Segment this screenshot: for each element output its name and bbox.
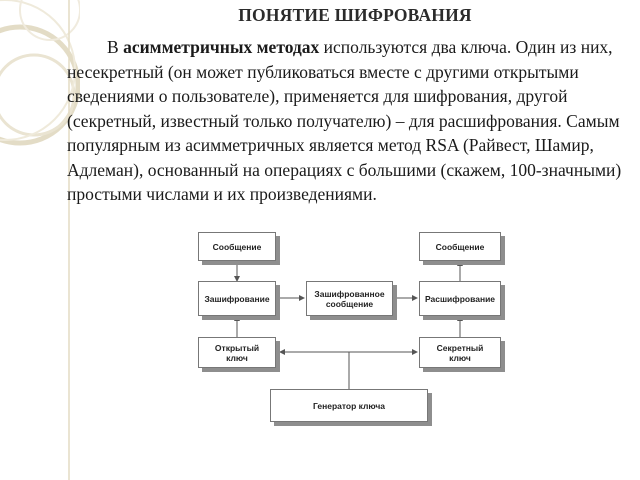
- box-encryption: Зашифрование: [198, 281, 276, 316]
- main-paragraph: В асимметричных методах используются два…: [67, 35, 632, 207]
- page-title: ПОНЯТИЕ ШИФРОВАНИЯ: [238, 5, 472, 25]
- box-public-key: Открытый ключ: [198, 337, 276, 368]
- box-decryption: Расшифрование: [419, 281, 501, 316]
- decorative-circles: [0, 0, 80, 480]
- box-message-left: Сообщение: [198, 232, 276, 261]
- box-encrypted-message: Зашифрованное сообщение: [306, 281, 393, 316]
- box-secret-key: Секретный ключ: [419, 337, 501, 368]
- box-key-generator: Генератор ключа: [270, 389, 428, 422]
- paragraph-rest: используются два ключа. Один из них, нес…: [67, 37, 622, 204]
- diagram-connectors: [234, 260, 463, 389]
- paragraph-term: асимметричных методах: [123, 37, 320, 57]
- paragraph-intro: В: [107, 37, 124, 57]
- box-message-right: Сообщение: [419, 232, 501, 261]
- encryption-diagram: Сообщение Зашифрование Открытый ключ Заш…: [180, 222, 520, 434]
